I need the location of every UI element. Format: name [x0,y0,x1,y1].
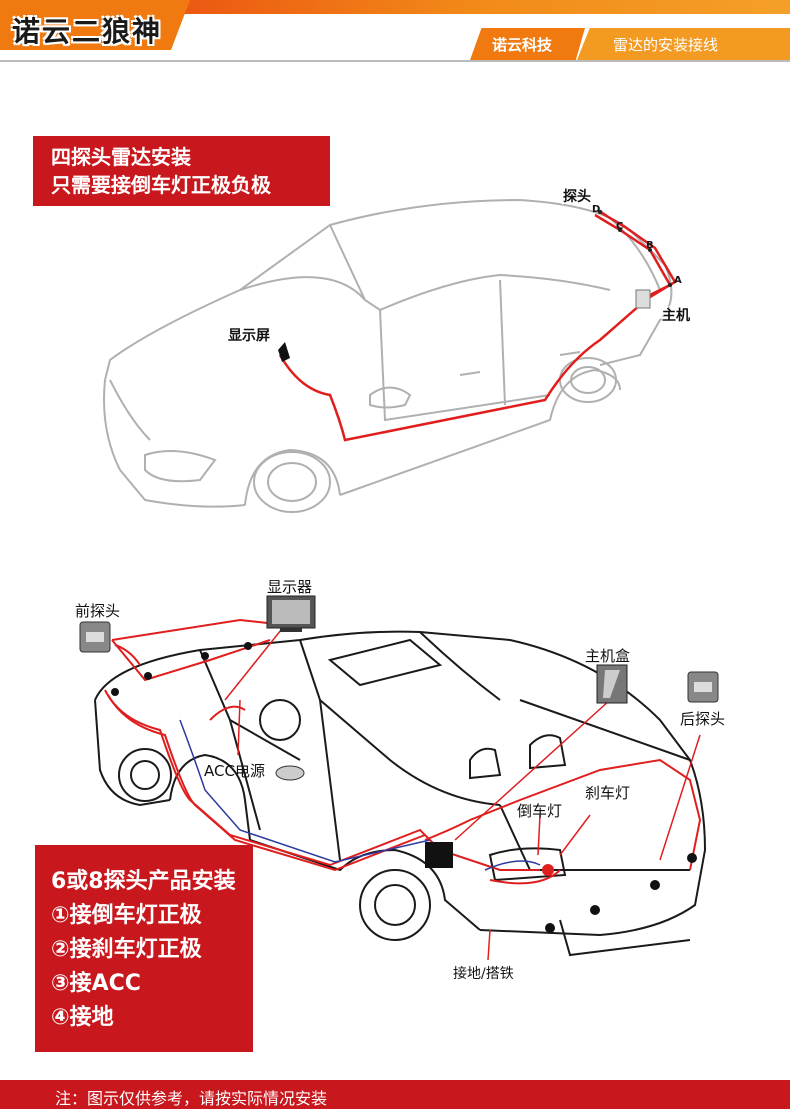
label-d: D [592,204,601,215]
acc-switch-icon [275,765,305,781]
label-brake-light: 刹车灯 [585,784,631,802]
company-name: 诺云科技 [492,36,553,54]
step-1: ①接倒车灯正极 [51,903,202,928]
label-acc: ACC电源 [204,762,265,780]
label-host: 主机 [662,308,690,324]
four-probe-title: 四探头雷达安装 [51,145,191,169]
label-reverse-light: 倒车灯 [517,802,563,820]
wiring-bottom-blue [179,719,541,871]
step-4: ④接地 [51,1005,114,1030]
six-eight-probe-note: 6或8探头产品安装 ①接倒车灯正极 ②接刹车灯正极 ③接ACC ④接地 [35,845,253,1052]
front-probe-icon [79,621,111,653]
label-monitor: 显示器 [267,578,313,596]
label-probe: 探头 [563,189,591,205]
monitor-icon [266,595,316,632]
brand-logo-text: 诺云二狼神 [12,15,163,48]
label-display: 显示屏 [228,328,270,344]
label-a: A [674,275,682,286]
display-screen-icon [278,342,290,362]
label-front-probe: 前探头 [75,602,121,620]
header-divider [0,60,790,62]
rear-probe-icon [687,671,719,703]
brand-banner: 诺云二狼神 [0,0,190,50]
label-c: C [616,221,624,232]
host-box-icon [596,664,628,704]
footer-bar: 注：图示仅供参考，请按实际情况安装 [0,1080,790,1109]
page-title: 雷达的安装接线 [613,36,719,54]
company-tag: 诺云科技 [470,28,585,60]
pointer-arrows [224,624,701,961]
label-rear-probe: 后探头 [680,710,726,728]
header-top-bar [0,0,790,14]
probe-dots-bottom [111,642,697,933]
probe-points-top [598,210,672,287]
title-tag: 雷达的安装接线 [577,28,790,60]
footer-note: 注：图示仅供参考，请按实际情况安装 [55,1089,328,1108]
label-b: B [646,240,654,251]
step-2: ②接刹车灯正极 [51,937,202,962]
sedan-illustration-top [103,198,673,513]
brake-light-point [542,864,554,876]
label-host-box: 主机盒 [585,647,631,665]
six-eight-probe-title: 6或8探头产品安装 [51,869,236,894]
host-unit-icon [635,289,651,309]
step-3: ③接ACC [51,971,141,996]
four-probe-note: 四探头雷达安装 只需要接倒车灯正极负极 [33,136,330,206]
label-ground: 接地/搭铁 [453,966,514,982]
sensor-connector-icon [425,842,453,868]
four-probe-subtitle: 只需要接倒车灯正极负极 [51,173,271,197]
